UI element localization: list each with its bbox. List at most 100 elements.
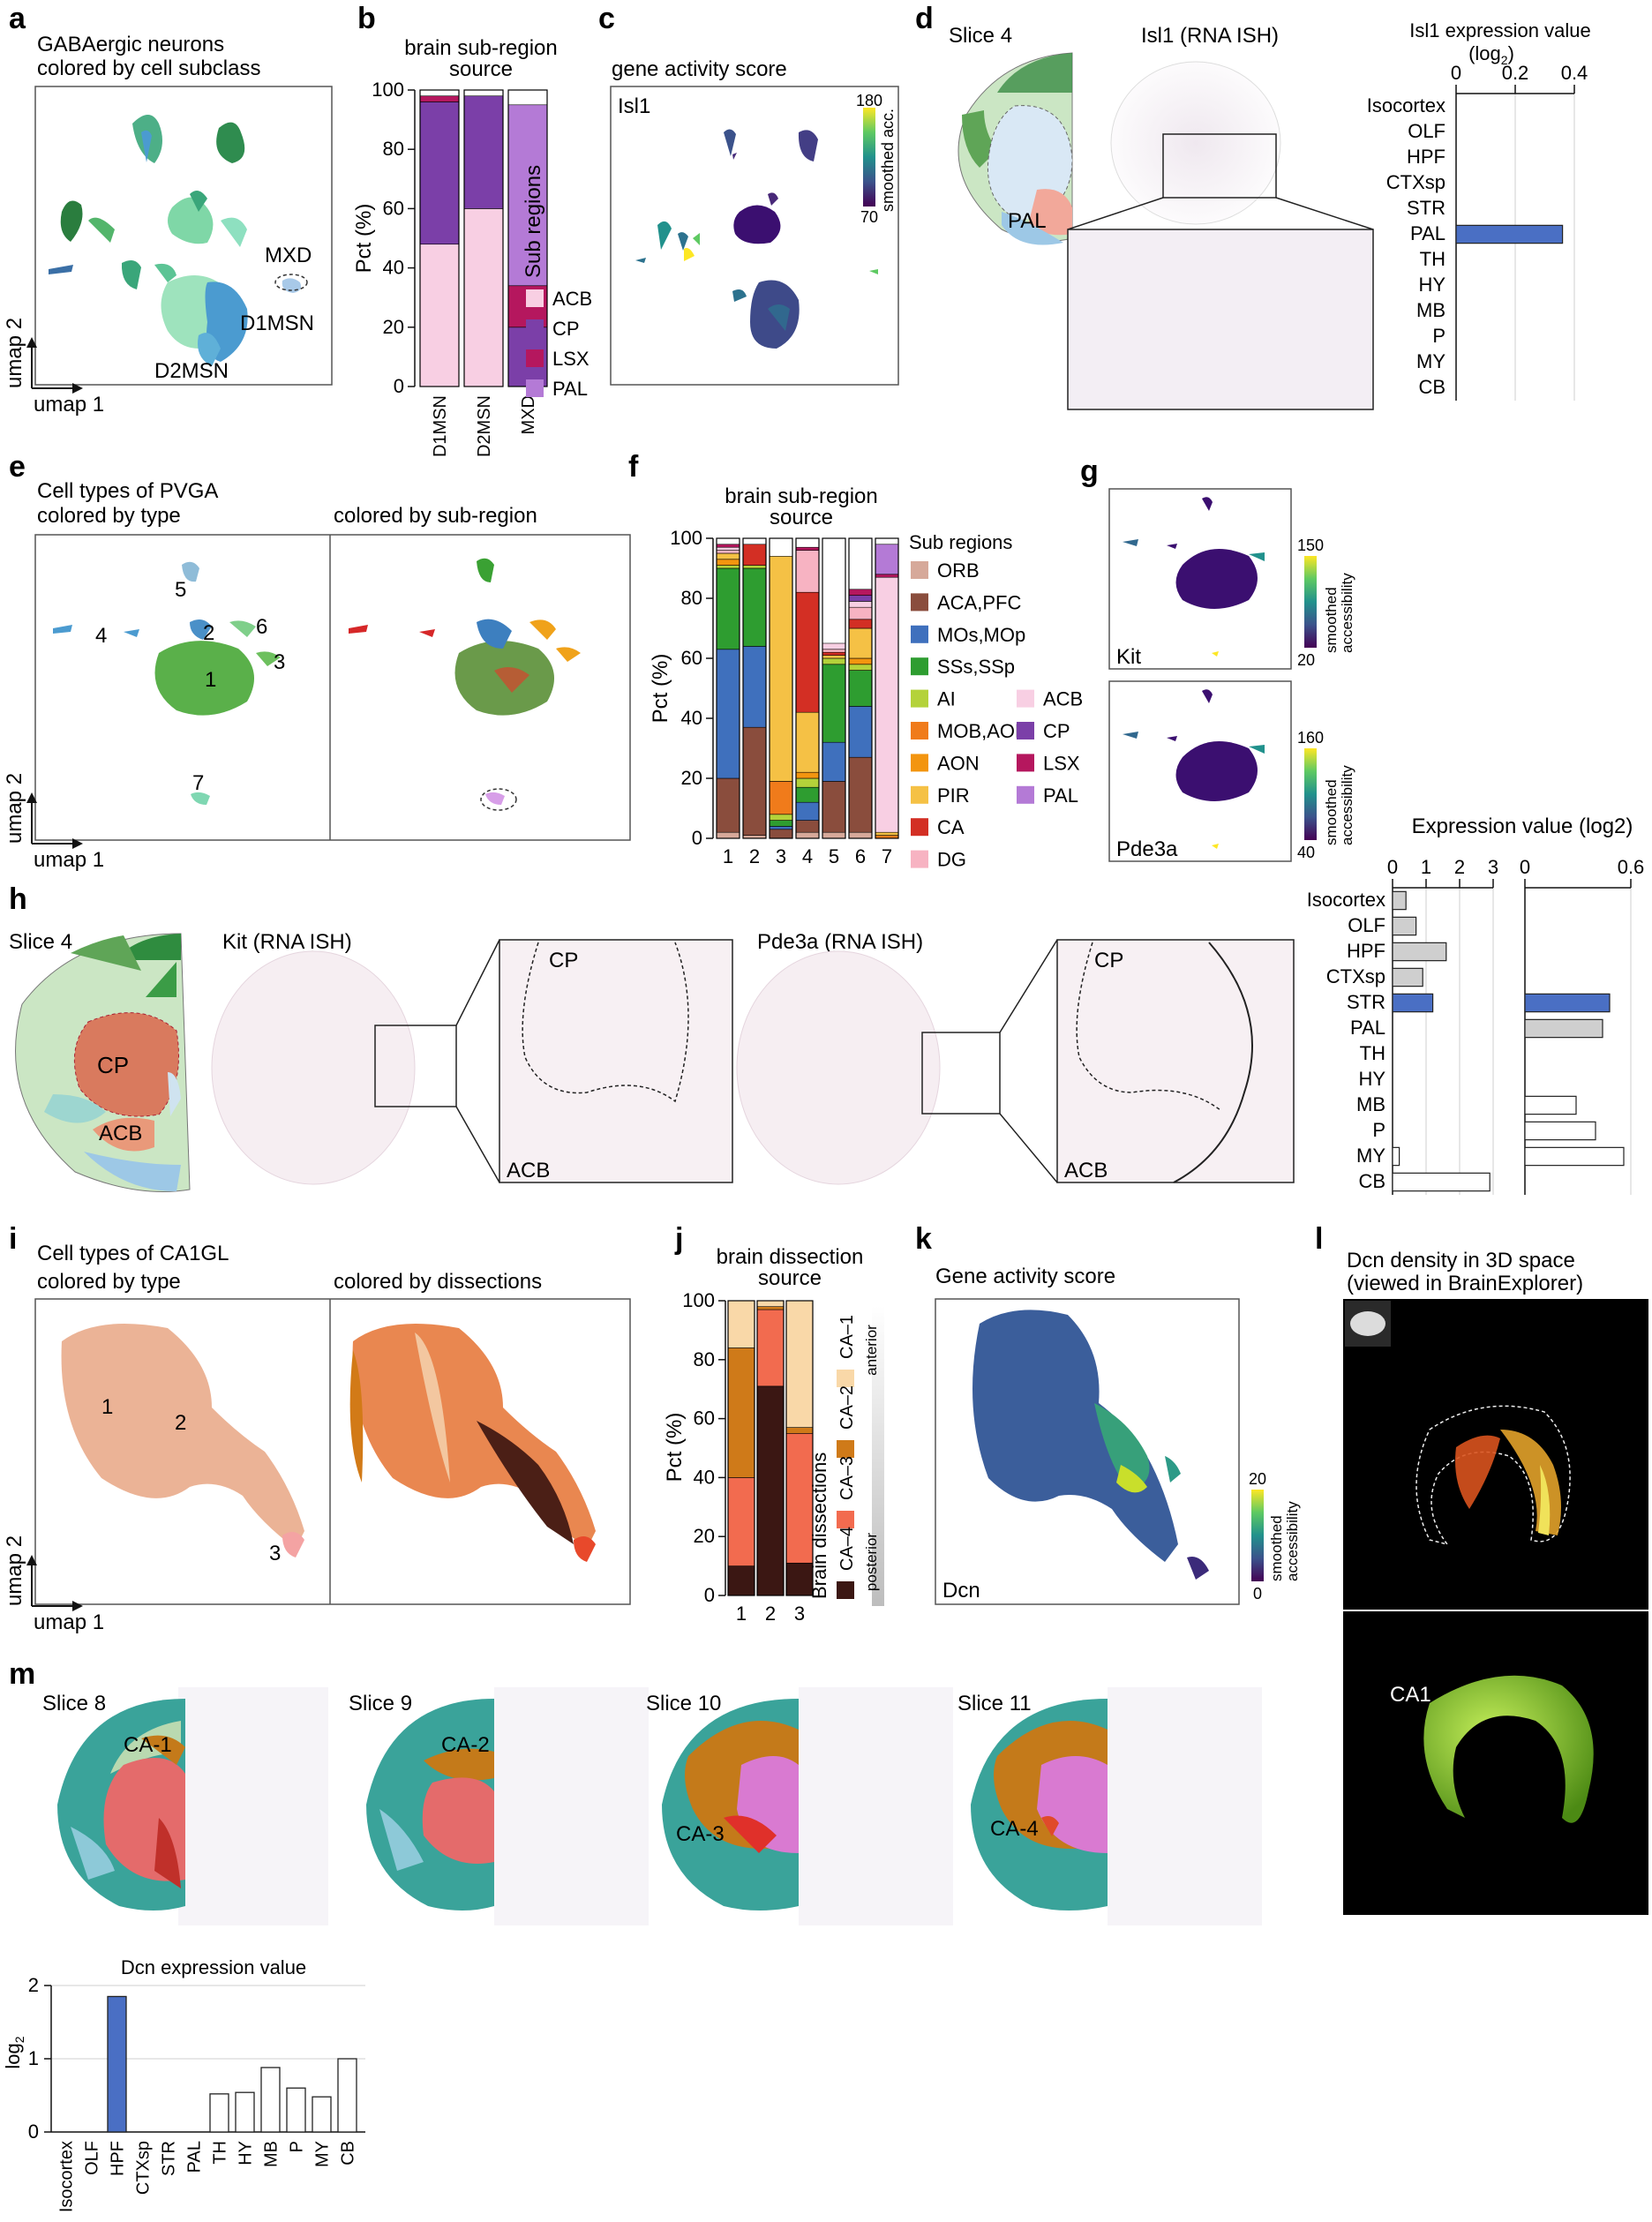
legend-swatch [911, 818, 928, 837]
panel-c-cbar-label: smoothed acc. [879, 109, 897, 212]
bar-segment [822, 781, 846, 833]
panel-l-title: Dcn density in 3D space [1347, 1249, 1575, 1272]
panel-c-umap [635, 129, 878, 349]
panel-a-label-d2msn: D2MSN [154, 359, 229, 383]
panel-letter-j: j [674, 1222, 683, 1256]
legend-swatch [911, 593, 928, 612]
x-tick-label: MY [313, 2141, 333, 2167]
legend-swatch [837, 1581, 854, 1599]
bar-segment [716, 546, 740, 551]
x-tick-label: 3 [1488, 856, 1498, 878]
bar-segment [769, 814, 793, 821]
bar-segment [419, 244, 460, 387]
panel-g-c1-min: 20 [1297, 651, 1315, 669]
svg-text:CA-4: CA-4 [990, 1817, 1039, 1841]
legend-swatch [526, 289, 544, 307]
svg-text:1: 1 [205, 668, 216, 692]
x-tick-label: 0 [1520, 856, 1530, 878]
panel-letter-h: h [9, 882, 27, 916]
legend-swatch [837, 1370, 854, 1387]
panel-b-ylabel: Pct (%) [352, 204, 376, 274]
legend-label: MOB,AON [937, 720, 1029, 742]
y-tick-label: 0 [692, 827, 702, 849]
panel-m-chart-ylabel: log2 [2, 2036, 26, 2068]
panel-m-slice-labels: Slice 8 Slice 9 Slice 10 Slice 11 [42, 1692, 1032, 1715]
panel-c-colorbar [863, 108, 875, 206]
panel-i-axis-arrows [31, 1562, 76, 1607]
svg-text:Slice 11: Slice 11 [957, 1692, 1032, 1715]
bar-segment [875, 831, 899, 836]
legend-label: CA–3 [837, 1456, 857, 1500]
y-tick-label: MY [1356, 1145, 1385, 1167]
y-tick-label: STR [1407, 197, 1446, 219]
y-tick-label: P [1432, 325, 1446, 347]
panel-i-subtitle2: colored by dissections [334, 1270, 542, 1294]
panel-l-ca1-label: CA1 [1390, 1683, 1431, 1707]
svg-text:Slice 8: Slice 8 [42, 1692, 106, 1715]
panel-d-ish-title: Isl1 (RNA ISH) [1141, 24, 1279, 48]
panel-h-zoom1-cp: CP [549, 949, 578, 972]
legend-label: CA–2 [837, 1385, 857, 1430]
bar-segment [822, 664, 846, 743]
panel-f-legend: ORBACA,PFCMOs,MOpSSs,SSpAIMOB,AONAONPIRC… [911, 559, 1083, 871]
x-tick-label: MXD [519, 395, 538, 434]
panel-j-legend: CA–4CA–3CA–2CA–1 [837, 1315, 857, 1599]
panel-l-panel-bottom [1343, 1611, 1648, 1915]
panel-a-label-mxd: MXD [265, 244, 312, 267]
panel-h-zoom-box2 [921, 1032, 1001, 1115]
bar-segment [785, 1300, 814, 1428]
bar-segment [463, 95, 504, 209]
y-tick-label: MB [1356, 1093, 1385, 1115]
panel-m-slice-10 [662, 1687, 953, 1925]
panel-g-c2-max: 160 [1297, 729, 1324, 747]
y-tick-label: HY [1418, 274, 1446, 296]
legend-label: CA [937, 816, 965, 838]
panel-b: brain sub-region source Pct (%) 02040608… [352, 36, 592, 457]
x-tick-label: 3 [794, 1603, 805, 1625]
bar-segment [716, 831, 740, 839]
panel-f-ylabel: Pct (%) [649, 654, 672, 724]
panel-g-cbar2-label: smoothed [1323, 779, 1340, 845]
legend-swatch [911, 754, 928, 772]
bar-outline [716, 537, 740, 839]
legend-swatch [837, 1511, 854, 1528]
bar-segment [875, 576, 899, 833]
panel-letter-m: m [9, 1657, 35, 1691]
panel-h-atlas [15, 933, 191, 1192]
bar [1524, 993, 1611, 1013]
panel-m-region-labels: CA-1 CA-2 CA-3 CA-4 [124, 1733, 1039, 1846]
panel-e-subtitle: colored by type [37, 504, 181, 528]
panel-h-zoom1-acb: ACB [507, 1159, 550, 1182]
bar-outline [875, 537, 899, 839]
panel-j: brain dissection source Pct (%) 02040608… [663, 1245, 884, 1625]
panel-l: Dcn density in 3D space (viewed in Brain… [1343, 1249, 1648, 1915]
x-tick-label: 6 [855, 845, 866, 867]
x-tick-label: P [288, 2141, 307, 2152]
panel-m-chart-title: Dcn expression value [121, 1956, 306, 1978]
panel-f: brain sub-region source Pct (%) 02040608… [649, 484, 1083, 871]
panel-e-title: Cell types of PVGA [37, 479, 218, 503]
panel-g-gene-kit: Kit [1116, 645, 1141, 669]
bar-segment [795, 546, 820, 551]
x-tick-label: HY [237, 2141, 256, 2166]
panel-e-cluster-labels: 1 2 3 4 5 6 7 [95, 578, 285, 795]
bar-segment [716, 544, 740, 548]
panel-a-subtitle: colored by cell subclass [37, 56, 260, 80]
panel-d-atlas [957, 52, 1073, 245]
panel-h-ish1-title: Kit (RNA ISH) [222, 930, 352, 954]
y-tick-label: OLF [1408, 120, 1446, 142]
bar-segment [756, 1300, 785, 1307]
bar-segment [742, 646, 767, 728]
bar-segment [795, 801, 820, 821]
panel-i: Cell types of CA1GL colored by type colo… [3, 1242, 631, 1634]
bar [312, 2096, 332, 2133]
x-tick-label: CTXsp [134, 2141, 154, 2195]
bar-segment [848, 664, 873, 671]
y-tick-label: 40 [383, 257, 404, 279]
panel-j-posterior: posterior [863, 1533, 880, 1591]
panel-e-axis-arrows [31, 799, 76, 845]
panel-a-frame [34, 86, 333, 386]
